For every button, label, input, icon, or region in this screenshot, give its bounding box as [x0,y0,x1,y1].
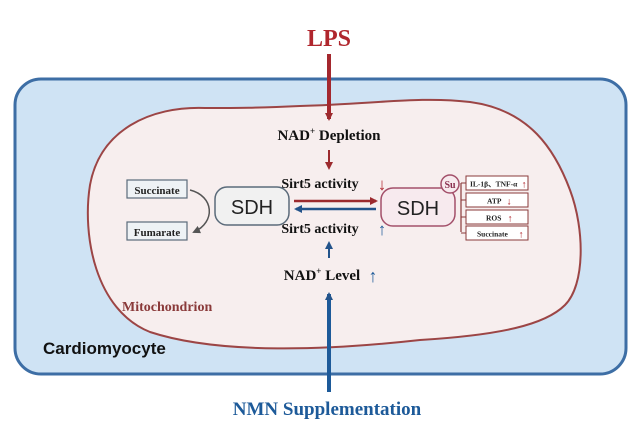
outcome-item: Succinate ↑ [461,225,529,241]
outcome-label: Succinate [477,230,509,239]
nmn-label: NMN Supplementation [233,399,422,420]
succinylation-badge [440,174,460,194]
succinylation-badge-label: Su [444,180,456,191]
sdh-right-label: SDH [397,198,439,220]
outcome-down-arrow-icon: ↓ [507,197,512,208]
sdh-left-label: SDH [231,197,273,219]
nad-level-up-arrow-icon: ↑ [369,266,378,286]
sdh-right-box [380,187,456,227]
nad-depletion-label: NAD+ Depletion [277,126,381,144]
fumarate-box [126,221,188,241]
nad-level-label: NAD+ Level [284,266,360,284]
sirt5-down-arrow-icon: ↓ [378,175,387,194]
lps-label: LPS [307,26,351,52]
sirt5-activity-down: Sirt5 activity [281,177,358,192]
outcome-item: ROS ↑ [461,209,529,225]
outcome-item: ATP ↓ [461,192,529,208]
mitochondrion-label: Mitochondrion [122,300,212,315]
outcome-up-arrow-icon: ↑ [522,180,527,191]
outcome-label: ROS [486,214,501,223]
sirt5-up-arrow-icon: ↑ [378,220,387,239]
fumarate-label: Fumarate [134,227,181,239]
cardiomyocyte-label: Cardiomyocyte [43,339,166,358]
outcome-label: ATP [487,197,502,206]
outcome-label: IL-1β、TNF-α [470,180,518,189]
sirt5-activity-up: Sirt5 activity [281,222,358,237]
outcome-item: IL-1β、TNF-α ↑ [461,175,529,191]
mitochondrion-membrane [86,98,582,350]
outcome-up-arrow-icon: ↑ [519,230,524,241]
succinate-label: Succinate [134,185,179,197]
conversion-curve-arrow [189,189,211,234]
sdh-left-box [214,186,290,226]
outcome-up-arrow-icon: ↑ [508,214,513,225]
outcome-list: IL-1β、TNF-α ↑ ATP ↓ ROS ↑ Succinate ↑ [461,175,529,241]
succinate-box [126,179,188,199]
